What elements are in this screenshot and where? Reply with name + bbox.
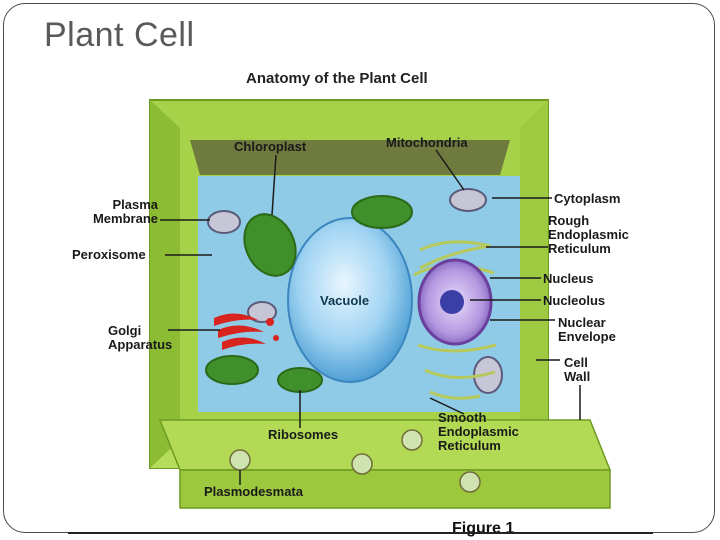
slide-title: Plant Cell xyxy=(44,16,195,54)
label-cell-wall: Cell Wall xyxy=(564,355,591,384)
chloroplasts xyxy=(205,195,413,393)
label-cytoplasm: Cytoplasm xyxy=(554,191,621,206)
label-mitochondria: Mitochondria xyxy=(386,135,468,150)
leader-lines xyxy=(160,149,581,485)
label-ribosomes: Ribosomes xyxy=(268,427,339,442)
label-smooth-er: Smooth Endoplasmic Reticulum xyxy=(438,410,519,453)
golgi-apparatus xyxy=(214,313,279,350)
label-plasmodesmata: Plasmodesmata xyxy=(204,484,303,499)
label-golgi-apparatus: Golgi Apparatus xyxy=(108,323,173,352)
figure-caption: Figure 1 xyxy=(452,520,515,537)
label-peroxisome: Peroxisome xyxy=(72,247,146,262)
vacuole xyxy=(287,217,413,383)
label-chloroplast: Chloroplast xyxy=(234,139,307,154)
label-plasma-membrane: Plasma Membrane xyxy=(92,197,158,226)
label-nuclear-envelope: Nuclear Envelope xyxy=(558,315,616,344)
figure-title: Anatomy of the Plant Cell xyxy=(246,70,428,87)
nucleolus xyxy=(440,290,464,314)
bottom-rule xyxy=(68,532,653,534)
plasmodesmata xyxy=(229,429,481,493)
label-vacuole: Vacuole xyxy=(320,293,370,308)
label-nucleolus: Nucleolus xyxy=(543,293,606,308)
mitochondria xyxy=(207,188,503,394)
label-rough-er: Rough Endoplasmic Reticulum xyxy=(548,213,629,256)
label-nucleus: Nucleus xyxy=(543,271,594,286)
